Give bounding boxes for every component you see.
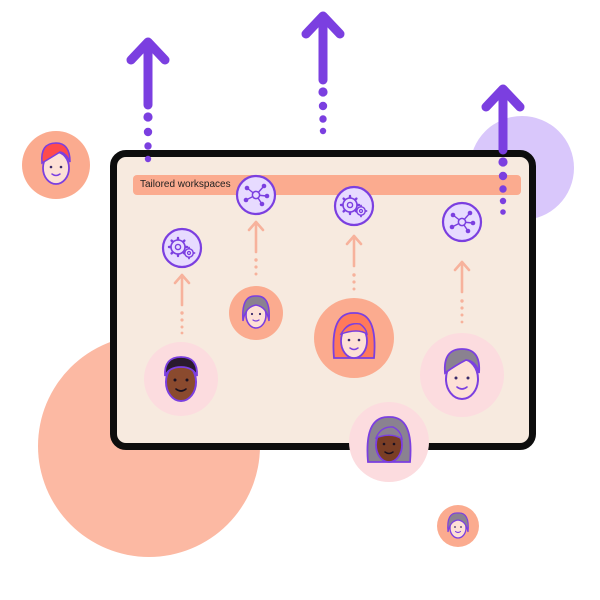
- avatar-dark-skin-man: [144, 342, 218, 416]
- avatar-gray-hair-man: [420, 333, 504, 417]
- workspace-title: Tailored workspaces: [140, 179, 231, 190]
- peach-arrow-1: [173, 273, 191, 335]
- avatar-gray-hair-small: [229, 286, 283, 340]
- purple-arrow-right: [481, 84, 525, 215]
- avatar-small-bottom: [437, 505, 479, 547]
- peach-arrow-3: [345, 234, 363, 291]
- network-icon: [441, 201, 483, 243]
- workspace-title-bar: Tailored workspaces: [133, 175, 521, 195]
- purple-arrow-middle: [301, 11, 345, 135]
- gears-icon: [333, 185, 375, 227]
- avatar-red-hair: [22, 131, 90, 199]
- avatar-gray-hair-woman: [349, 402, 429, 482]
- avatar-red-hair-woman: [314, 298, 394, 378]
- purple-arrow-left: [126, 37, 170, 163]
- network-icon: [235, 174, 277, 216]
- gears-icon: [161, 227, 203, 269]
- peach-arrow-4: [453, 260, 471, 324]
- peach-arrow-2: [247, 220, 265, 276]
